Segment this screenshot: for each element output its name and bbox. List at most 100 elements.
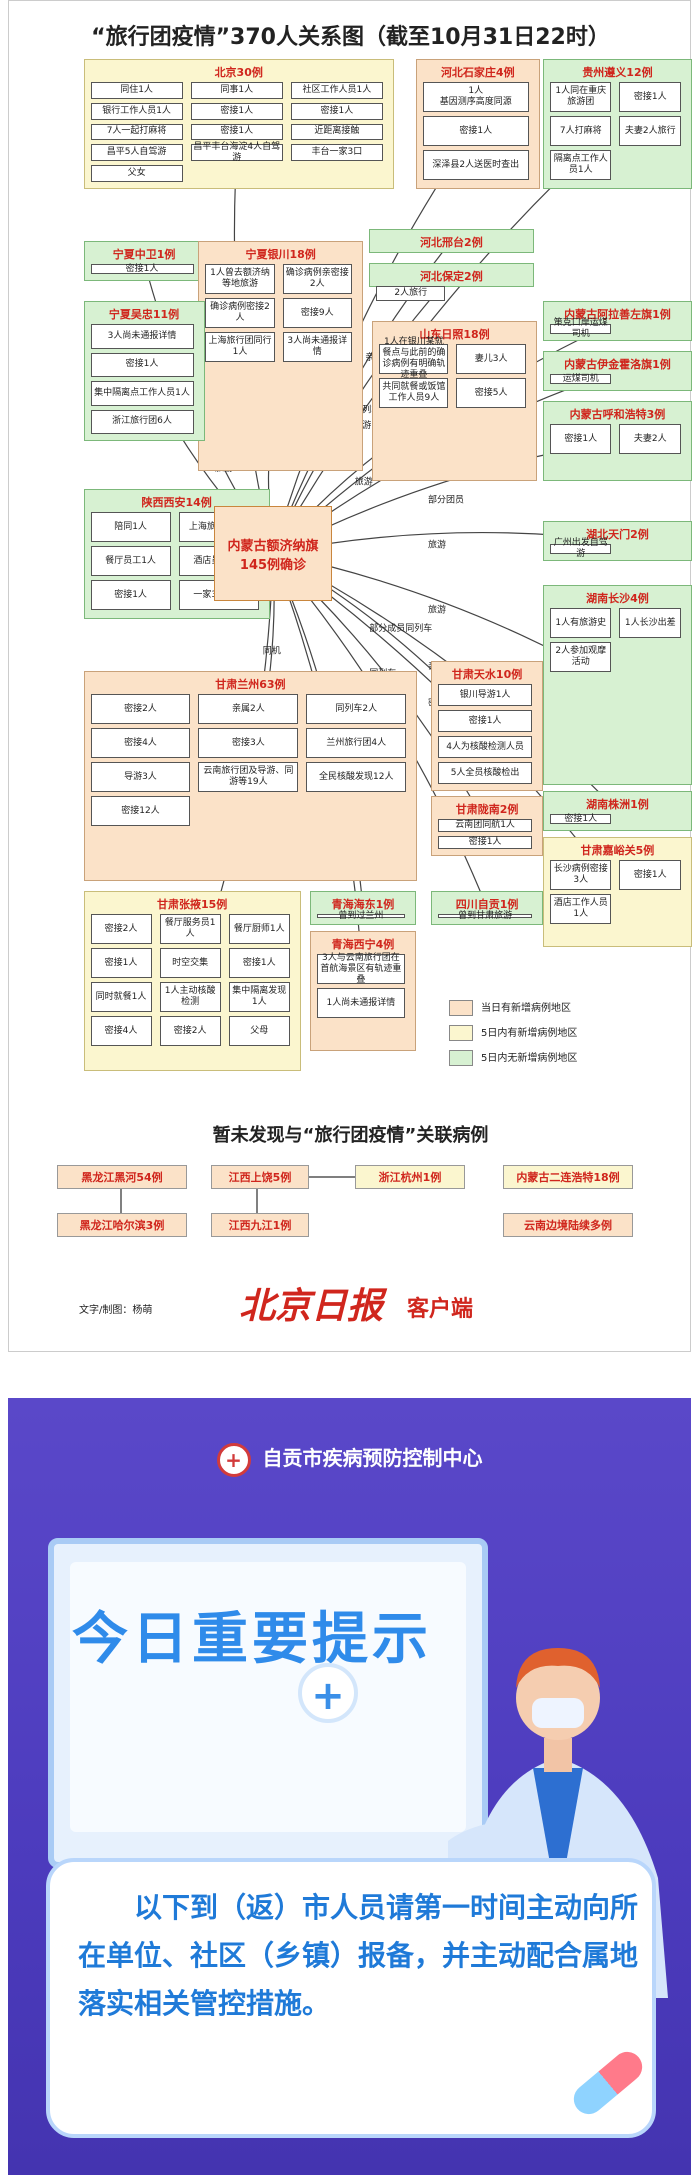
case-node: 密接1人 [438,710,532,732]
case-node: 3人尚未通报详情 [282,332,352,362]
case-node: 父母 [228,1016,290,1046]
case-node: 密接1人 [90,352,194,377]
region-group-gszy: 甘肃张掖15例密接2人餐厅服务员1人餐厅厨师1人密接1人时空交集密接1人同时就餐… [83,891,301,1071]
case-node: 上海旅行团同行1人 [205,332,275,362]
case-node: 长沙病例密接3人 [549,860,612,890]
case-node: 集中隔离发现1人 [228,982,290,1012]
case-node: 密接1人 [190,102,283,120]
case-node: 1人 基因测序高度同源 [422,82,529,112]
case-node: 银行工作人员1人 [90,102,183,120]
case-node: 密接1人 [422,116,529,146]
region-group-nxzw: 宁夏中卫1例密接1人 [83,241,205,281]
region-title: 贵州遵义12例 [582,66,653,79]
case-node: 密接1人 [438,836,532,849]
region-group-hbtm: 湖北天门2例广州出发自驾游 [542,521,692,561]
case-node: 4人为核酸检测人员 [438,736,532,758]
case-node: 夫妻2人 [619,424,681,454]
region-title: 陕西西安14例 [141,496,212,509]
org-header: 自贡市疾病预防控制中心 [8,1442,691,1477]
region-title: 青海海东1例 [331,898,395,911]
case-node: 同住1人 [90,82,183,99]
region-title: 湖北天门2例 [586,528,649,541]
case-node: 密接1人 [90,580,171,610]
region-title: 甘肃嘉峪关5例 [580,844,655,857]
legend-item: 当日有新增病例地区 [449,999,577,1016]
case-node: 餐厅厨师1人 [228,914,290,944]
unlinked-box: 云南边境陆续多例 [503,1213,633,1237]
notice-banner: 自贡市疾病预防控制中心 今日重要提示 + 以下到（返）市人员请第一时间主动向所在… [8,1398,691,2175]
case-node: 密接1人 [290,102,383,120]
region-title: 青海西宁4例 [331,938,395,951]
region-title: 河北石家庄4例 [440,66,515,79]
case-node: 导游3人 [90,762,191,792]
unlinked-box: 浙江杭州1例 [355,1165,465,1189]
case-node: 云南旅行团及导游、同游等19人 [198,762,299,792]
case-node: 密接1人 [619,82,681,112]
region-title: 四川自贡1例 [455,898,519,911]
case-node: 7人一起打麻将 [90,123,183,141]
case-node: 1人曾去额济纳等地旅游 [205,264,275,294]
region-title: 宁夏银川18例 [245,248,316,261]
whiteboard: 今日重要提示 [48,1538,488,1868]
edge-label: 旅游 [428,539,446,551]
case-node: 云南团同航1人 [438,819,532,832]
case-node: 父女 [90,165,183,182]
region-title: 湖南株洲1例 [586,798,649,811]
case-node: 同时就餐1人 [90,982,152,1012]
case-node: 2人参加观摩活动 [549,642,612,672]
center-label: 内蒙古额济纳旗 145例确诊 [227,538,319,573]
case-node: 兰州旅行团4人 [306,728,407,758]
case-node: 近距离接触 [290,123,383,141]
case-node: 5人全员核酸检出 [438,762,532,784]
case-node: 密接3人 [198,728,299,758]
region-title: 甘肃天水10例 [451,668,523,681]
region-title: 河北保定2例 [420,270,483,283]
case-node: 确诊病例亲密接2人 [282,264,352,294]
case-node: 密接2人 [90,694,191,724]
case-node: 运煤司机 [549,374,612,384]
unlinked-arrows [120,1176,355,1213]
case-node: 浙江旅行团6人 [90,409,194,434]
case-node: 密接1人 [228,948,290,978]
region-title: 内蒙古阿拉善左旗1例 [564,308,671,321]
region-group-nmxilg: 内蒙古伊金霍洛旗1例运煤司机 [542,351,692,391]
unlinked-title: 暂未发现与“旅行团疫情”关联病例 [212,1125,489,1146]
case-node: 昌平丰台海淀4人自驾游 [190,142,283,163]
case-node: 隔离点工作人员1人 [549,150,612,180]
region-group-hnzz: 湖南株洲1例密接1人 [542,791,692,831]
case-node: 密接1人 [619,860,681,890]
brand-suffix: 客户端 [407,1297,474,1322]
case-node: 昌平5人自驾游 [90,144,183,162]
region-title: 甘肃张掖15例 [157,898,228,911]
unlinked-box: 江西九江1例 [211,1213,309,1237]
unlinked-box: 内蒙古二连浩特18例 [503,1165,633,1189]
region-title: 北京30例 [214,66,263,79]
region-group-nmhhht: 内蒙古呼和浩特3例密接1人夫妻2人 [542,401,692,481]
center-node: 内蒙古额济纳旗 145例确诊 [214,506,332,601]
case-node: 7人打麻将 [549,116,612,146]
case-node: 密接1人 [549,814,612,824]
legend-item: 5日内无新增病例地区 [449,1049,577,1066]
case-node: 密接1人 [90,264,194,274]
case-node: 夫妻2人旅行 [619,116,681,146]
region-title: 宁夏中卫1例 [112,248,176,261]
edge-label: 部分团员 [428,494,464,506]
case-node: 3人尚未通报详情 [90,324,194,349]
notice-body: 以下到（返）市人员请第一时间主动向所在单位、社区（乡镇）报备，并主动配合属地落实… [78,1891,639,2020]
case-node: 全民核酸发现12人 [306,762,407,792]
case-node: 密接5人 [456,378,526,408]
region-group-nmalsz: 内蒙古阿拉善左旗1例策克口岸运煤司机 [542,301,692,341]
headline: 今日重要提示 [72,1607,432,1672]
notice-textbox: 以下到（返）市人员请第一时间主动向所在单位、社区（乡镇）报备，并主动配合属地落实… [46,1858,656,2138]
case-node: 密接1人 [190,123,283,141]
edge-label: 部分成员同列车 [369,622,432,634]
edge-label: 同机 [263,644,281,656]
case-node: 陪同1人 [90,512,171,542]
